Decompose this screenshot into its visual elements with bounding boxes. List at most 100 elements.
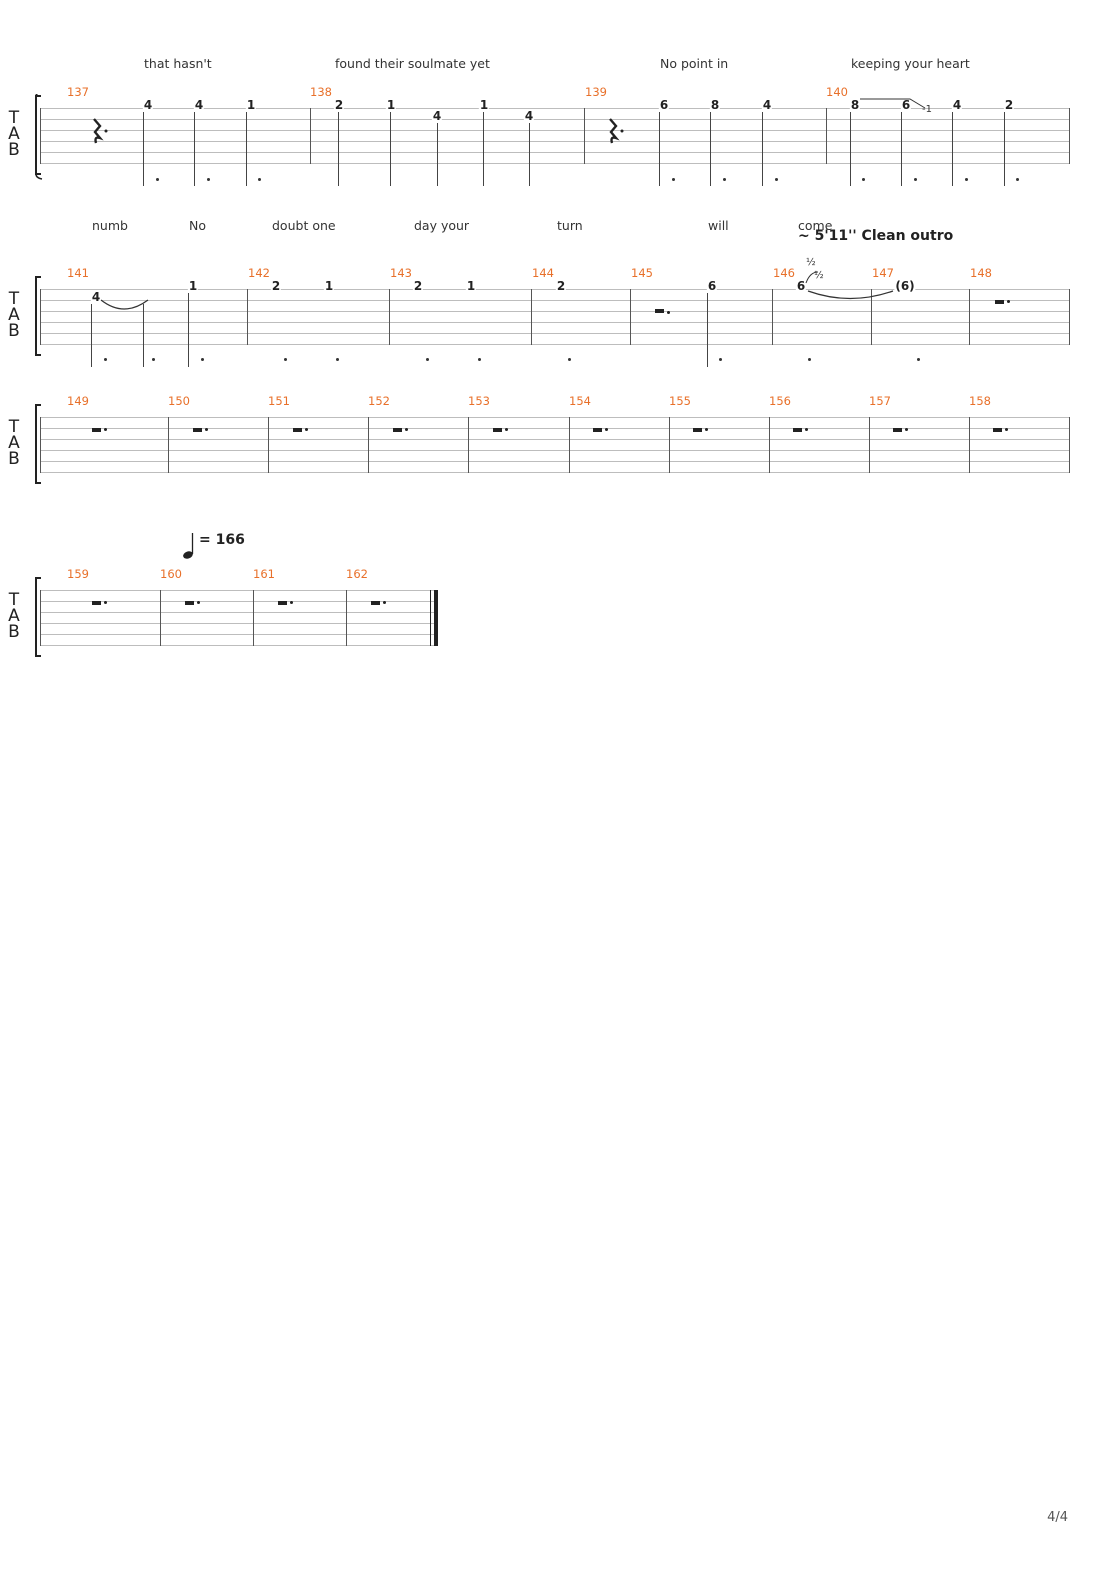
tab-fret-number: 2 xyxy=(333,98,345,112)
tab-system-1: that hasn't found their soulmate yet No … xyxy=(0,0,1110,200)
measure-number: 143 xyxy=(390,266,412,280)
system-bracket xyxy=(35,276,41,356)
tab-fret-number: 6 xyxy=(706,279,718,293)
note-stem xyxy=(659,112,660,186)
tab-fret-number: 2 xyxy=(412,279,424,293)
system-bracket xyxy=(35,577,41,657)
page-number: 4/4 xyxy=(1047,1510,1068,1525)
staff-line xyxy=(40,163,1070,164)
barline xyxy=(1069,417,1070,473)
note-stem xyxy=(390,112,391,186)
rhythm-dot xyxy=(914,178,917,181)
rest-symbol xyxy=(995,300,1004,304)
staff-line xyxy=(40,623,438,624)
staff-line xyxy=(40,130,1070,131)
note-stem xyxy=(194,112,195,186)
lyrics-row: numb No doubt one day your turn will com… xyxy=(0,218,1110,238)
staff-line xyxy=(40,141,1070,142)
measure-number: 161 xyxy=(253,567,275,581)
barline xyxy=(826,108,827,164)
tab-fret-number: (6) xyxy=(894,279,916,293)
rest-symbol xyxy=(185,601,194,605)
rest-dot xyxy=(197,601,200,604)
staff-line xyxy=(40,645,438,646)
lyric-syllable: No xyxy=(189,218,206,233)
lyric-syllable: day your xyxy=(414,218,470,233)
system-bracket xyxy=(35,94,43,180)
rhythm-dot xyxy=(258,178,261,181)
tab-fret-number: 1 xyxy=(478,98,490,112)
rest-dot xyxy=(1007,300,1010,303)
barline xyxy=(389,289,390,345)
staff-line xyxy=(40,333,1070,334)
lyric-syllable: keeping your heart xyxy=(851,56,970,71)
quarter-rest-icon xyxy=(93,118,108,144)
rhythm-dot xyxy=(862,178,865,181)
lyric-syllable: numb xyxy=(92,218,128,233)
barline xyxy=(669,417,670,473)
rest-symbol xyxy=(793,428,802,432)
rest-symbol xyxy=(193,428,202,432)
tab-fret-number: 4 xyxy=(523,109,535,123)
rest-symbol xyxy=(493,428,502,432)
tab-fret-number: 2 xyxy=(555,279,567,293)
tab-system-3: 149 150 151 152 153 154 155 156 157 158 … xyxy=(0,0,1110,500)
note-stem xyxy=(188,293,189,367)
tab-system-2: numb No doubt one day your turn will com… xyxy=(0,0,1110,380)
note-stem xyxy=(143,112,144,186)
measure-number: 141 xyxy=(67,266,89,280)
staff-line xyxy=(40,634,438,635)
lyric-syllable: will xyxy=(708,218,729,233)
rest-symbol xyxy=(693,428,702,432)
rest-dot xyxy=(705,428,708,431)
tempo-marking: = 166 xyxy=(199,532,245,548)
final-barline xyxy=(434,590,438,646)
measure-number: 146 xyxy=(773,266,795,280)
rest-symbol xyxy=(278,601,287,605)
bend-amount: ½ xyxy=(814,270,824,281)
measure-number: 158 xyxy=(969,394,991,408)
barline xyxy=(869,417,870,473)
barline xyxy=(468,417,469,473)
rest-symbol xyxy=(393,428,402,432)
rest-dot xyxy=(205,428,208,431)
bend-amount: -1 xyxy=(922,104,932,115)
tab-fret-number: 4 xyxy=(431,109,443,123)
staff-line xyxy=(40,119,1070,120)
staff-line xyxy=(40,344,1070,345)
note-stem xyxy=(762,112,763,186)
staff-line xyxy=(40,612,438,613)
rest-dot xyxy=(290,601,293,604)
tab-fret-number: 1 xyxy=(465,279,477,293)
rest-symbol xyxy=(371,601,380,605)
staff-line xyxy=(40,450,1070,451)
barline xyxy=(1069,108,1070,164)
measure-number: 140 xyxy=(826,85,848,99)
tab-fret-number: 2 xyxy=(1003,98,1015,112)
final-barline xyxy=(430,590,431,646)
staff-line xyxy=(40,289,1070,290)
barline xyxy=(247,289,248,345)
rest-symbol xyxy=(293,428,302,432)
tab-fret-number: 4 xyxy=(761,98,773,112)
rest-symbol xyxy=(593,428,602,432)
section-marker: ~ 5'11'' Clean outro xyxy=(798,228,954,244)
tie-mark xyxy=(100,271,894,310)
staff-line xyxy=(40,472,1070,473)
staff-line xyxy=(40,417,1070,418)
tab-fret-number: 6 xyxy=(658,98,670,112)
lyric-syllable: that hasn't xyxy=(144,56,212,71)
rhythm-dot xyxy=(568,358,571,361)
measure-number: 149 xyxy=(67,394,89,408)
rhythm-dot xyxy=(719,358,722,361)
rest-dot xyxy=(605,428,608,431)
quarter-note-icon xyxy=(183,533,194,559)
measure-number: 150 xyxy=(168,394,190,408)
rest-symbol xyxy=(92,601,101,605)
measure-number: 156 xyxy=(769,394,791,408)
measure-number: 155 xyxy=(669,394,691,408)
measure-number: 144 xyxy=(532,266,554,280)
